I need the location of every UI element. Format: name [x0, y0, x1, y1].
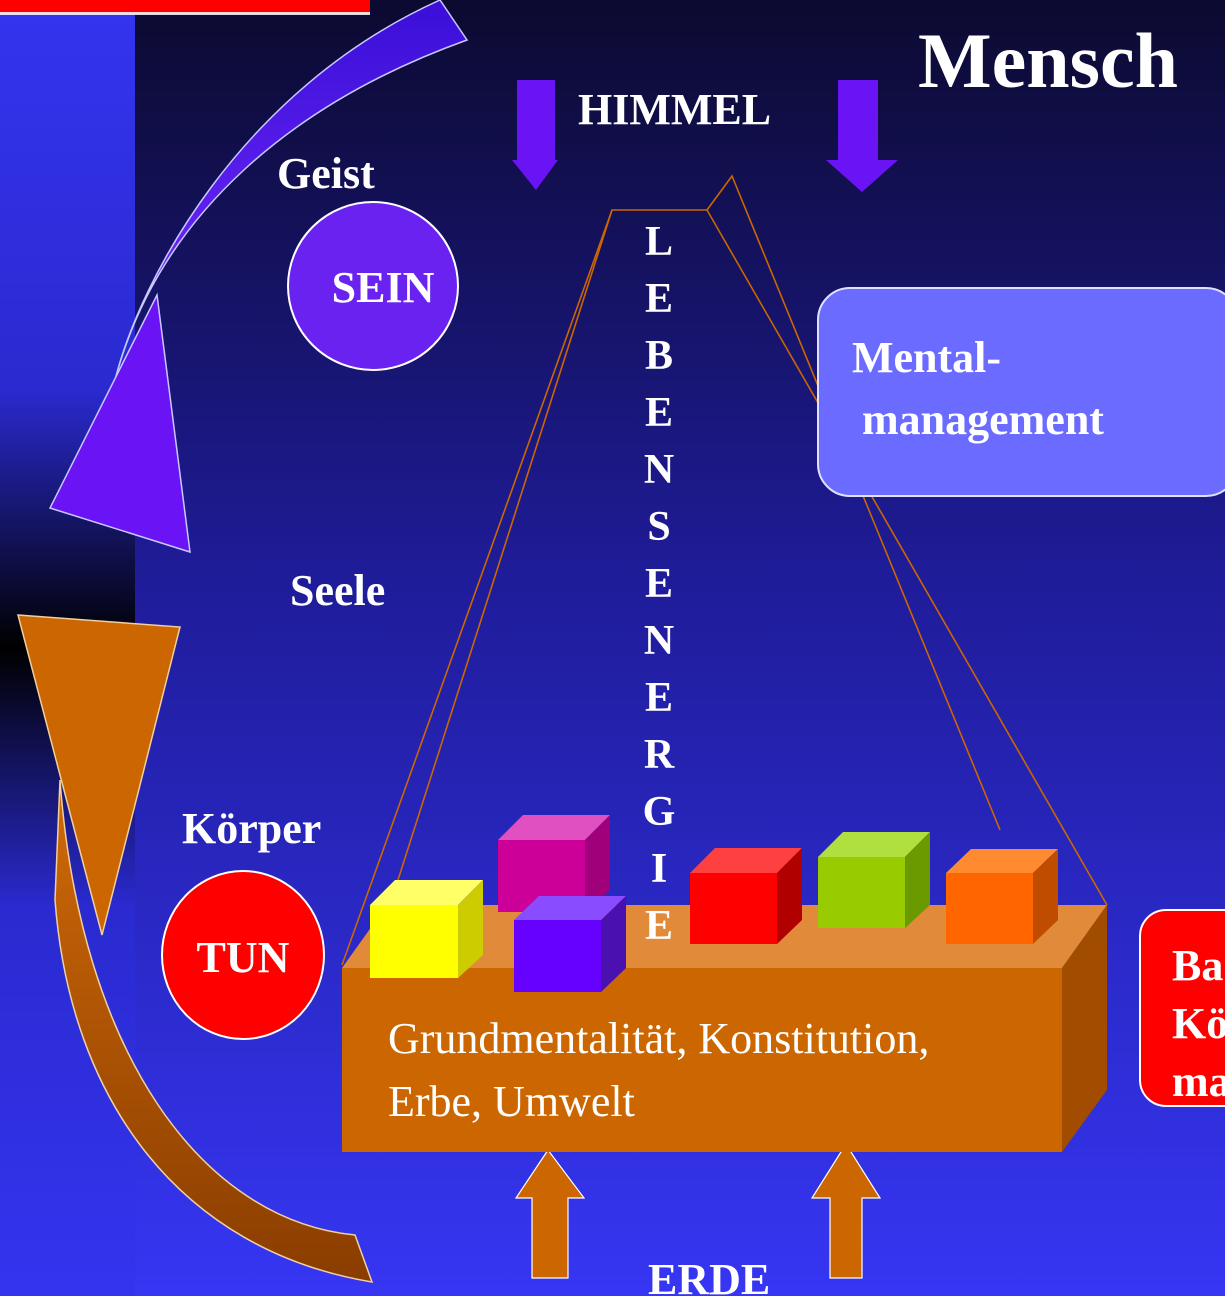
- tun-label: TUN: [197, 933, 290, 982]
- base-box-side: [1062, 905, 1107, 1152]
- erde-up-arrow-right: [810, 1142, 882, 1279]
- mental-management-box: [817, 287, 1225, 497]
- orange-arrow-head: [17, 614, 181, 936]
- vertical-letter: I: [651, 846, 667, 892]
- vertical-letter: N: [644, 447, 674, 493]
- vertical-letter: R: [644, 732, 675, 778]
- himmel-down-arrow-left: [512, 80, 558, 190]
- red-box-line2: Kö: [1172, 999, 1225, 1048]
- erde-up-arrow-left: [514, 1148, 586, 1279]
- pyramid-outline: [341, 174, 1108, 966]
- red-box-line1: Ba: [1172, 941, 1223, 990]
- page-title: Mensch: [918, 17, 1178, 104]
- himmel-down-arrow-right: [826, 80, 898, 192]
- sein-circle: [287, 201, 459, 371]
- vertical-letter: E: [645, 276, 673, 322]
- vertical-letter: E: [645, 561, 673, 607]
- vertical-letter: N: [644, 618, 674, 664]
- cube-purple: [514, 896, 626, 992]
- vertical-letter: G: [643, 789, 676, 835]
- vertical-letter: S: [647, 504, 670, 550]
- cube-yellow: [370, 880, 483, 978]
- cube-green: [818, 832, 930, 928]
- base-text-line1: Grundmentalität, Konstitution,: [388, 1014, 929, 1063]
- mental-box-line2: management: [862, 395, 1104, 444]
- mental-box-line1: Mental-: [852, 333, 1001, 382]
- base-text-line2: Erbe, Umwelt: [388, 1077, 635, 1126]
- vertical-letter: L: [645, 219, 673, 265]
- top-left-tab: [0, 0, 370, 14]
- base-box-front: [342, 968, 1062, 1152]
- seele-label: Seele: [290, 566, 385, 615]
- himmel-label: HIMMEL: [578, 85, 771, 134]
- cube-red: [690, 848, 802, 944]
- vertical-letter: E: [645, 675, 673, 721]
- red-box-line3: ma: [1172, 1057, 1225, 1106]
- vertical-letter: B: [645, 333, 673, 379]
- orange-curved-arrow-body: [54, 779, 374, 1283]
- red-info-box: [1139, 909, 1225, 1107]
- cube-orange: [946, 849, 1058, 944]
- vertical-letter: E: [645, 903, 673, 949]
- purple-arrow-head: [48, 292, 191, 554]
- erde-label: ERDE: [648, 1255, 770, 1296]
- sein-label: SEIN: [332, 263, 435, 312]
- top-left-tab-edge: [0, 12, 370, 15]
- vertical-letter: E: [645, 390, 673, 436]
- tun-circle: [161, 870, 325, 1040]
- koerper-label: Körper: [182, 804, 321, 853]
- geist-label: Geist: [277, 149, 375, 198]
